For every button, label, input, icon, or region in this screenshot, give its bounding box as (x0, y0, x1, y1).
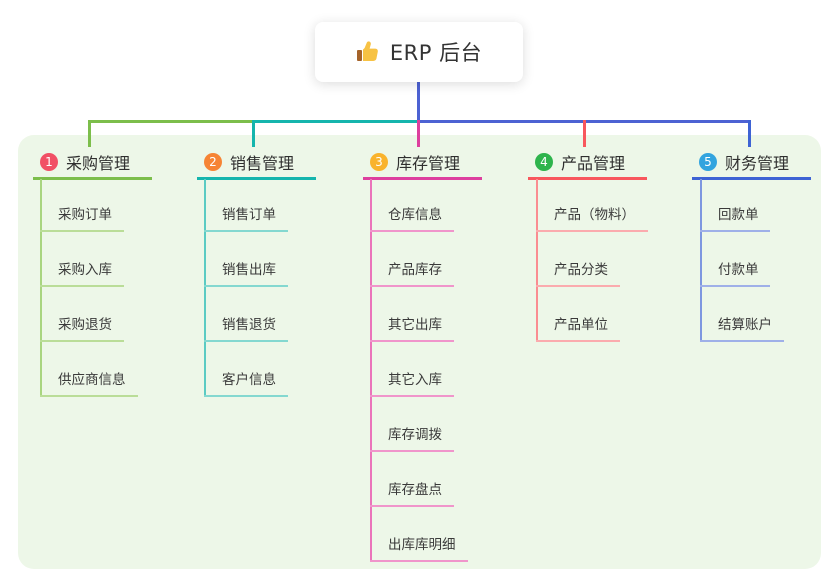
connector-branch-trunk (700, 179, 702, 342)
child-node[interactable]: 销售订单 (204, 200, 288, 232)
child-node[interactable]: 采购退货 (40, 310, 124, 342)
connector-branch-trunk (536, 179, 538, 342)
connector-bus-segment (252, 120, 420, 123)
branches-panel (18, 135, 821, 569)
connector-branch-trunk (370, 179, 372, 562)
child-node-label: 出库库明细 (388, 537, 456, 553)
child-node-label: 库存调拨 (388, 427, 442, 443)
branch-title: 产品管理 (561, 154, 626, 173)
child-node-label: 产品分类 (554, 262, 608, 278)
branch-node-4[interactable]: 4 产品管理 (528, 147, 647, 180)
root-node-label: ERP 后台 (389, 41, 483, 65)
branch-title: 财务管理 (725, 154, 790, 173)
child-node-label: 回款单 (718, 207, 759, 223)
child-node[interactable]: 结算账户 (700, 310, 784, 342)
branch-node-5[interactable]: 5 财务管理 (692, 147, 811, 180)
child-node[interactable]: 库存调拨 (370, 420, 454, 452)
branch-node-3[interactable]: 3 库存管理 (363, 147, 482, 180)
branch-badge: 3 (370, 153, 388, 171)
child-node[interactable]: 产品库存 (370, 255, 454, 287)
child-node[interactable]: 库存盘点 (370, 475, 454, 507)
branch-node-2[interactable]: 2 销售管理 (197, 147, 316, 180)
child-node-label: 销售退货 (222, 317, 276, 333)
child-node[interactable]: 销售出库 (204, 255, 288, 287)
connector-branch-drop (417, 120, 420, 147)
branch-title: 库存管理 (396, 154, 461, 173)
child-node-label: 库存盘点 (388, 482, 442, 498)
child-node-label: 产品（物料） (554, 207, 635, 223)
child-node[interactable]: 采购订单 (40, 200, 124, 232)
connector-branch-trunk (40, 179, 42, 397)
child-node-label: 其它入库 (388, 372, 442, 388)
child-node[interactable]: 回款单 (700, 200, 770, 232)
child-node[interactable]: 其它入库 (370, 365, 454, 397)
child-node-label: 付款单 (718, 262, 759, 278)
child-node[interactable]: 产品单位 (536, 310, 620, 342)
child-node-label: 销售订单 (222, 207, 276, 223)
child-node-label: 仓库信息 (388, 207, 442, 223)
child-node-label: 产品单位 (554, 317, 608, 333)
child-node[interactable]: 销售退货 (204, 310, 288, 342)
connector-bus-segment (88, 120, 255, 123)
branch-badge: 4 (535, 153, 553, 171)
branch-badge: 2 (204, 153, 222, 171)
child-node-label: 供应商信息 (58, 372, 126, 388)
child-node[interactable]: 其它出库 (370, 310, 454, 342)
child-node-label: 产品库存 (388, 262, 442, 278)
connector-branch-drop (748, 120, 751, 147)
child-node-label: 销售出库 (222, 262, 276, 278)
child-node[interactable]: 采购入库 (40, 255, 124, 287)
branch-title: 采购管理 (66, 154, 131, 173)
child-node[interactable]: 供应商信息 (40, 365, 138, 397)
child-node-label: 结算账户 (718, 317, 772, 333)
child-node-label: 其它出库 (388, 317, 442, 333)
child-node-label: 客户信息 (222, 372, 276, 388)
child-node[interactable]: 付款单 (700, 255, 770, 287)
branch-badge: 5 (699, 153, 717, 171)
branch-badge: 1 (40, 153, 58, 171)
child-node[interactable]: 产品分类 (536, 255, 620, 287)
connector-branch-trunk (204, 179, 206, 397)
child-node-label: 采购订单 (58, 207, 112, 223)
child-node[interactable]: 出库库明细 (370, 530, 468, 562)
connector-branch-drop (583, 120, 586, 147)
branch-title: 销售管理 (230, 154, 295, 173)
child-node-label: 采购入库 (58, 262, 112, 278)
child-node[interactable]: 客户信息 (204, 365, 288, 397)
connector-branch-drop (252, 120, 255, 147)
child-node[interactable]: 产品（物料） (536, 200, 648, 232)
connector-branch-drop (88, 120, 91, 147)
root-node[interactable]: ERP 后台 (315, 22, 523, 82)
child-node[interactable]: 仓库信息 (370, 200, 454, 232)
child-node-label: 采购退货 (58, 317, 112, 333)
thumbs-up-icon (356, 40, 380, 64)
connector-root-stem (417, 82, 420, 123)
branch-node-1[interactable]: 1 采购管理 (33, 147, 152, 180)
